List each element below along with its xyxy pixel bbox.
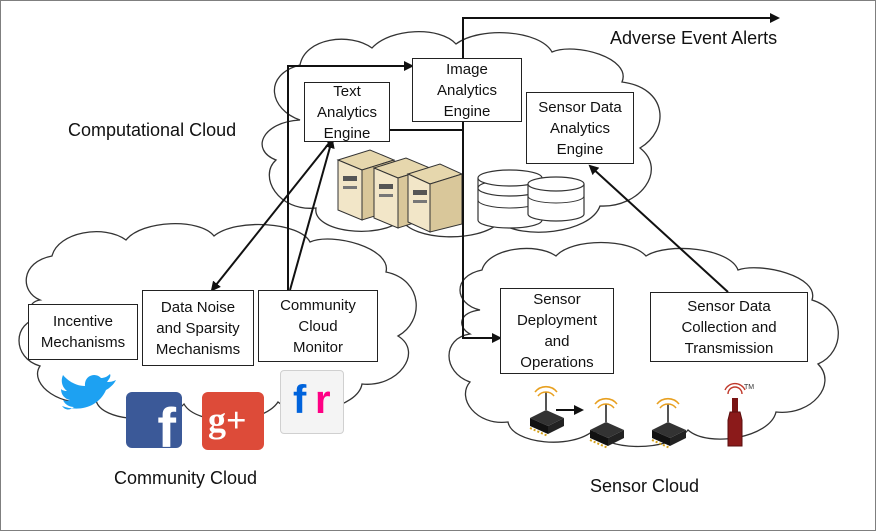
image-analytics-engine-box: Image Analytics Engine: [412, 58, 522, 122]
connector-arrows: [210, 13, 780, 415]
sensor-deployment-operations-box: Sensor Deployment and Operations: [500, 288, 614, 374]
adverse-event-alerts-label: Adverse Event Alerts: [610, 28, 778, 48]
flickr-logo-f: f: [293, 378, 307, 422]
flickr-logo-icon: f r: [280, 370, 344, 434]
bottle-sensor-icon: [724, 382, 746, 447]
sensor-cloud-label: Sensor Cloud: [590, 476, 700, 496]
twitter-logo-icon: [61, 374, 116, 410]
text-analytics-engine-box: Text Analytics Engine: [304, 82, 390, 142]
sensor-data-analytics-engine-box: Sensor Data Analytics Engine: [526, 92, 634, 164]
database-icon: [477, 169, 585, 229]
sensor-node-icon: [589, 397, 624, 449]
sensor-node-icon: [529, 385, 564, 437]
sensor-node-icon: [651, 397, 686, 449]
incentive-mechanisms-box: Incentive Mechanisms: [28, 304, 138, 360]
server-rack-icon: [336, 149, 464, 233]
facebook-logo-glyph: f: [157, 396, 176, 449]
data-noise-sparsity-box: Data Noise and Sparsity Mechanisms: [142, 290, 254, 366]
flickr-logo-r: r: [315, 378, 331, 422]
trademark-mark: TM: [744, 384, 755, 391]
facebook-logo-icon: f: [126, 392, 182, 448]
computational-cloud-label: Computational Cloud: [68, 120, 237, 140]
sensor-data-collection-box: Sensor Data Collection and Transmission: [650, 292, 808, 362]
googleplus-logo-icon: g+: [202, 392, 264, 450]
community-cloud-monitor-box: Community Cloud Monitor: [258, 290, 378, 362]
googleplus-logo-glyph: g+: [208, 400, 247, 440]
community-cloud-label: Community Cloud: [114, 468, 258, 488]
